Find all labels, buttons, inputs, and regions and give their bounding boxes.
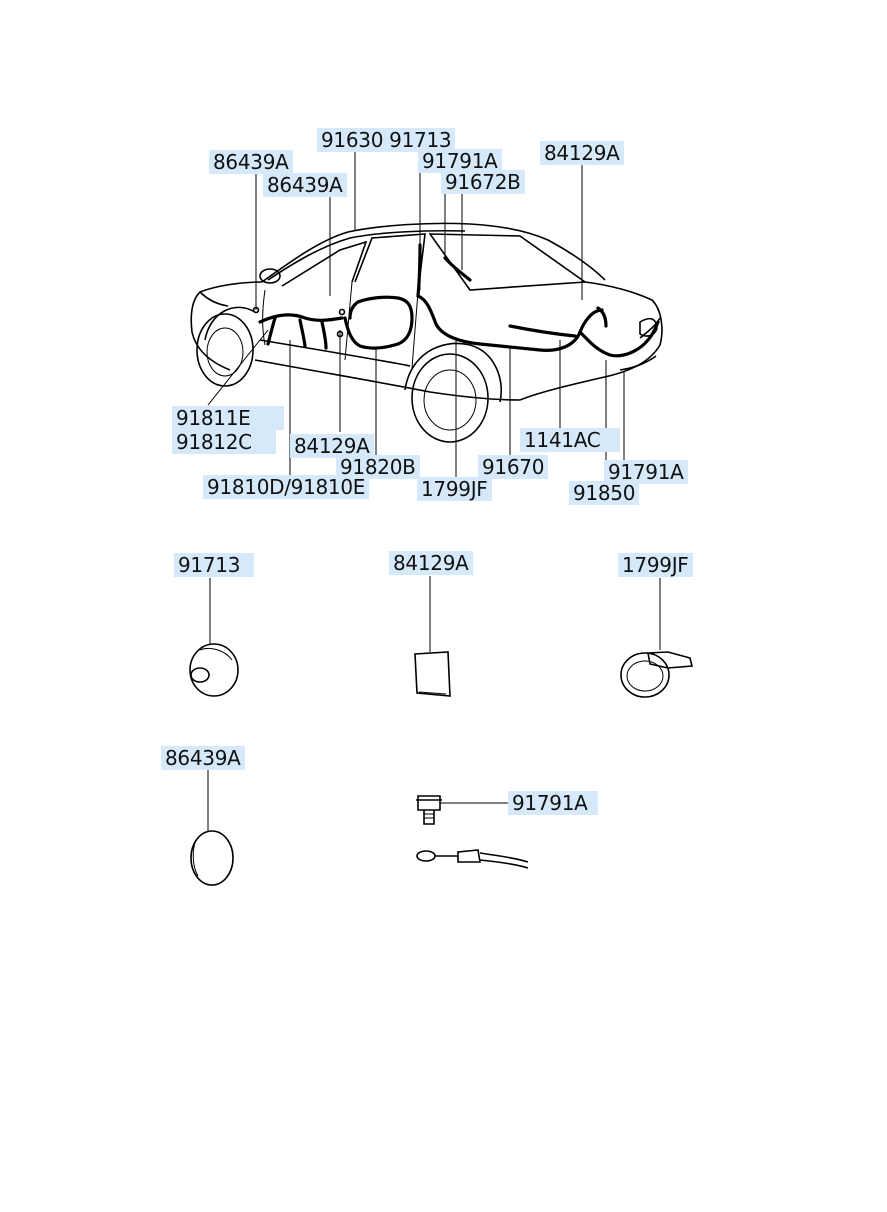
label-1799JF-car: 1799JF	[417, 477, 492, 501]
label-91791A-top: 91791A	[418, 149, 502, 173]
part-84129A-pad	[414, 576, 451, 697]
part-1799JF-clamp	[620, 578, 694, 698]
label-part-86439A: 86439A	[161, 746, 245, 770]
label-part-1799JF: 1799JF	[618, 553, 693, 577]
label-91820B: 91820B	[336, 455, 420, 479]
part-86439A-cap	[190, 770, 234, 886]
label-91812C: 91812C	[172, 430, 276, 454]
label-91810D-91810E: 91810D/91810E	[203, 475, 370, 499]
label-part-91713: 91713	[174, 553, 255, 577]
label-91672B: 91672B	[441, 170, 525, 194]
label-91630-91713: 91630 91713	[317, 128, 456, 152]
label-91670: 91670	[478, 455, 549, 479]
label-part-91791A: 91791A	[508, 791, 598, 815]
part-91791A-bolt	[416, 795, 529, 869]
label-86439A-front: 86439A	[209, 150, 293, 174]
wiring-harness	[258, 243, 660, 358]
part-91713-grommet	[189, 578, 239, 697]
label-86439A-mid: 86439A	[263, 173, 347, 197]
label-1141AC: 1141AC	[520, 428, 621, 452]
label-91811E: 91811E	[172, 406, 285, 430]
label-84129A-top: 84129A	[540, 141, 624, 165]
label-part-84129A: 84129A	[389, 551, 473, 575]
label-91791A-right: 91791A	[604, 460, 688, 484]
label-91850: 91850	[569, 481, 640, 505]
label-84129A-mid: 84129A	[290, 434, 374, 458]
